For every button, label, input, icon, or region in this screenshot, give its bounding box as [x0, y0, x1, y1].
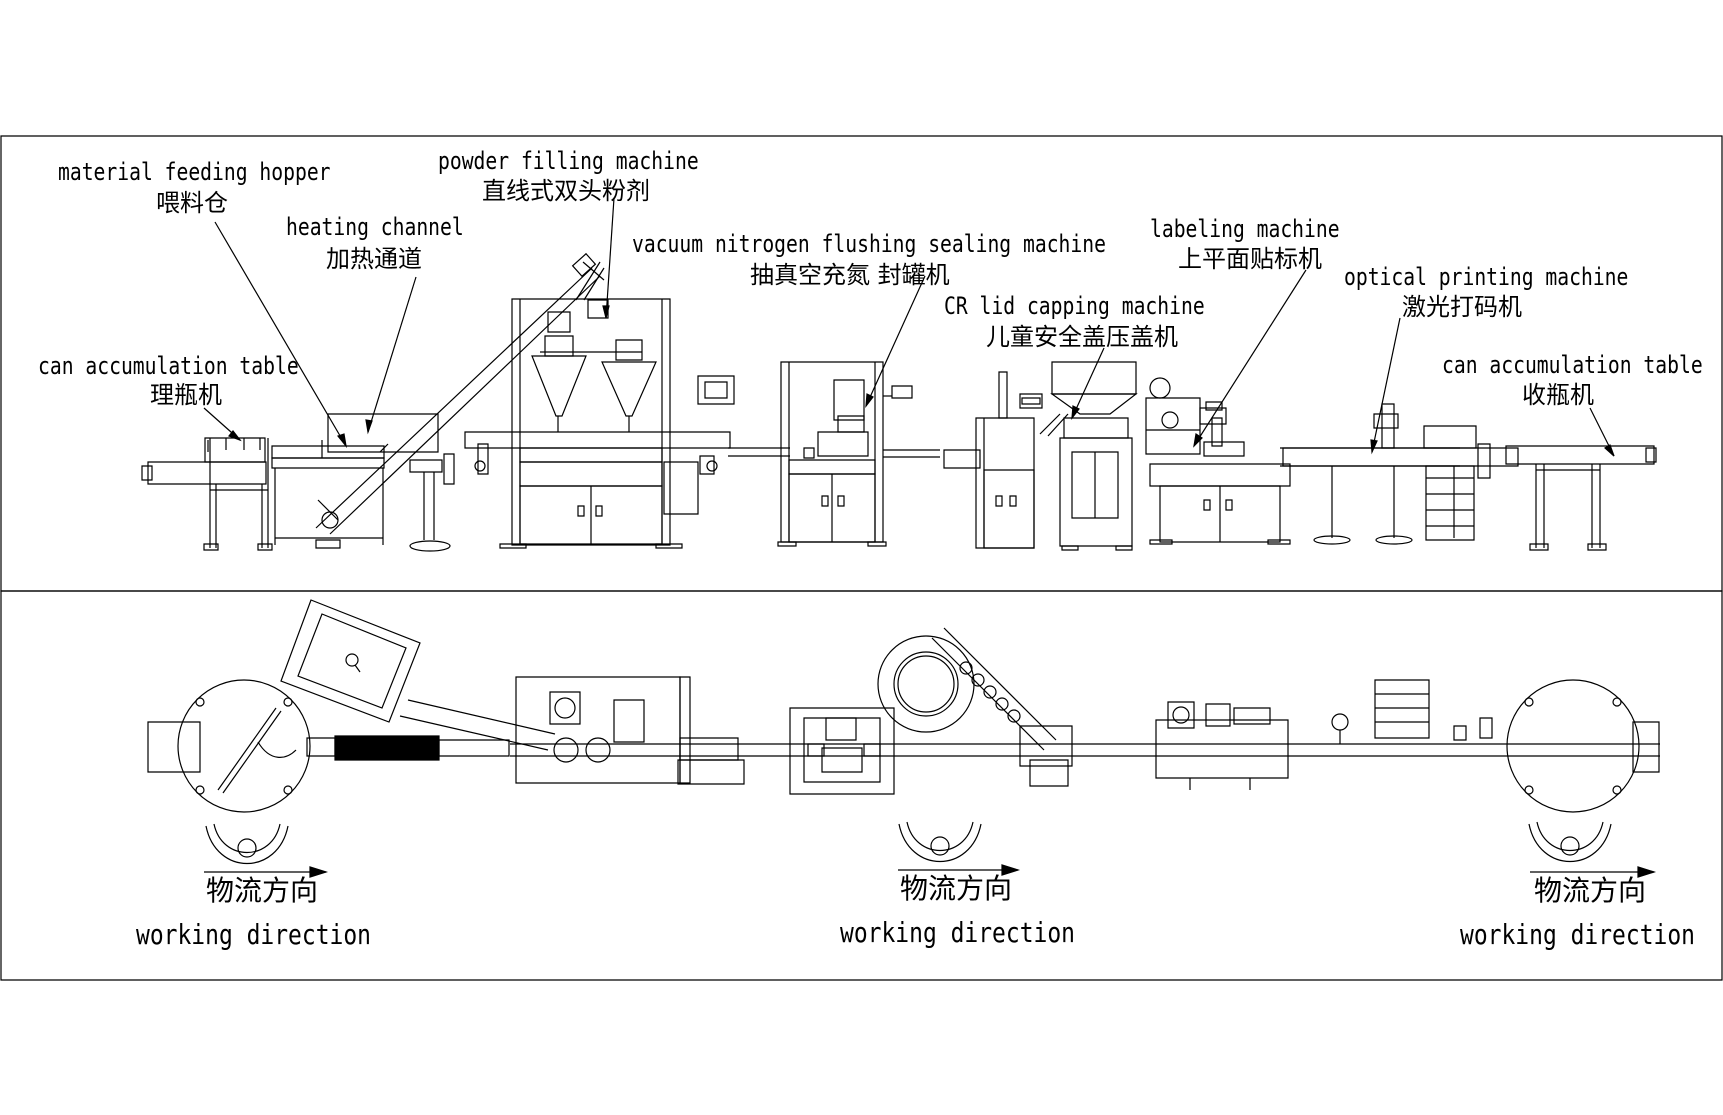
working-direction-label-zh-2: 物流方向	[900, 872, 1013, 905]
material-feeding-hopper-label-en: material feeding hopper	[58, 158, 331, 186]
left-accumulation-table-label-zh: 理瓶机	[150, 381, 222, 409]
working-direction-label-en-3: working direction	[1460, 918, 1695, 951]
cr-capping-machine-label-en: CR lid capping machine	[944, 292, 1205, 320]
leader-lines	[204, 198, 1614, 456]
right-accumulation-table-elevation	[1506, 446, 1656, 550]
left-turntable-plan	[148, 680, 310, 812]
working-direction-label-en-1: working direction	[136, 918, 371, 951]
operator-positions	[206, 822, 1611, 864]
elevation-view	[142, 198, 1656, 551]
direction-arrows	[204, 865, 1654, 877]
powder-filling-machine-elevation	[465, 262, 734, 548]
labeling-machine-label-zh: 上平面贴标机	[1178, 245, 1322, 273]
working-direction-label-en-2: working direction	[840, 916, 1075, 949]
working-direction-label-zh-3: 物流方向	[1534, 874, 1647, 907]
vacuum-sealing-machine-plan	[745, 708, 955, 794]
powder-filling-machine-label-zh: 直线式双头粉剂	[482, 177, 650, 205]
material-feeding-hopper-label-zh: 喂料仓	[156, 189, 228, 217]
cr-capping-machine-plan	[878, 628, 1122, 786]
labeling-machine-plan	[1122, 702, 1660, 790]
right-turntable-plan	[1507, 680, 1659, 812]
optical-printing-machine-plan	[1332, 680, 1492, 744]
vacuum-sealing-machine-elevation	[778, 362, 912, 546]
cr-capping-machine-elevation	[944, 362, 1136, 550]
heating-tunnel-plan	[307, 736, 745, 760]
left-accumulation-table-label-en: can accumulation table	[38, 352, 299, 380]
heating-channel-label-en: heating channel	[286, 213, 464, 241]
right-accumulation-table-label-zh: 收瓶机	[1522, 381, 1594, 409]
main-conveyor-elevation	[728, 448, 1460, 466]
working-direction-label-zh-1: 物流方向	[206, 874, 319, 907]
right-accumulation-table-label-en: can accumulation table	[1442, 351, 1703, 379]
heating-channel-label-zh: 加热通道	[326, 245, 422, 273]
feeding-hopper-plan	[281, 600, 555, 750]
optical-printing-machine-elevation	[1283, 404, 1518, 544]
plan-view-frame	[1, 591, 1722, 980]
optical-printing-machine-label-zh: 激光打码机	[1402, 293, 1522, 321]
optical-printing-machine-label-en: optical printing machine	[1344, 263, 1629, 291]
labeling-machine-label-en: labeling machine	[1150, 215, 1340, 243]
labeling-machine-elevation	[1146, 378, 1290, 544]
vacuum-sealing-machine-label-en: vacuum nitrogen flushing sealing machine	[632, 230, 1106, 258]
plan-view	[148, 600, 1660, 877]
vacuum-sealing-machine-label-zh: 抽真空充氮 封罐机	[750, 261, 950, 289]
powder-filling-machine-plan	[516, 677, 744, 784]
heating-channel-elevation	[272, 414, 438, 548]
powder-filling-machine-label-en: powder filling machine	[438, 147, 699, 175]
left-accumulation-table-elevation	[142, 438, 272, 550]
cr-capping-machine-label-zh: 儿童安全盖压盖机	[986, 323, 1178, 351]
feeding-hopper-elevation	[316, 254, 604, 551]
